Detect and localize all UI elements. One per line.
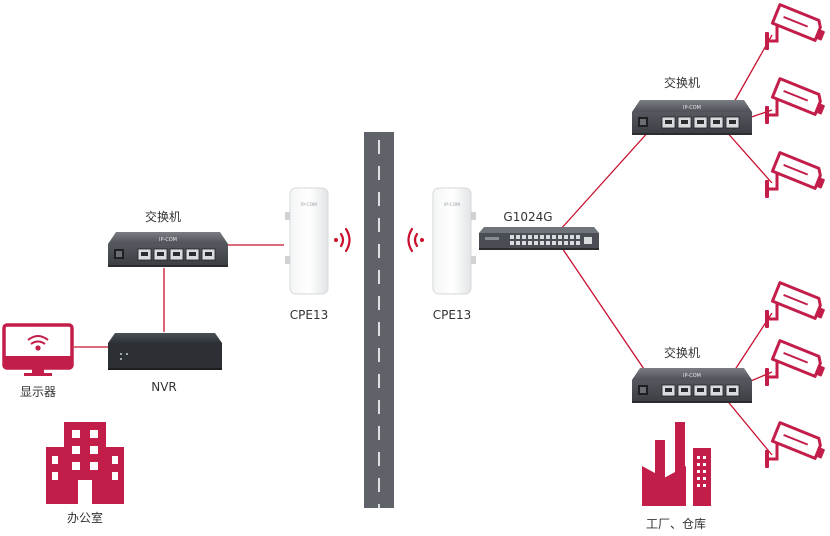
switch-top-right: IP-COM xyxy=(631,99,753,136)
wireless-signal-icon xyxy=(334,227,351,253)
switch-left-label: 交换机 xyxy=(145,209,181,224)
switch-top-right-logo: IP-COM xyxy=(683,105,701,111)
switch-bottom-right: IP-COM xyxy=(631,367,753,404)
g1024g-label: G1024G xyxy=(503,210,552,224)
factory-label: 工厂、仓库 xyxy=(646,516,706,531)
link-sw1-to-cam3 xyxy=(724,129,773,184)
cpe-left-label: CPE13 xyxy=(290,308,328,322)
monitor-device xyxy=(2,323,74,376)
camera-5 xyxy=(763,339,830,388)
link-g1024g-to-switch-bottom xyxy=(559,244,651,379)
cpe-right-device: IP-COM xyxy=(432,187,476,295)
switch-left-logo: IP-COM xyxy=(159,237,177,243)
cpe-left-device: IP-COM xyxy=(285,187,329,295)
wireless-signal-icon xyxy=(407,227,424,253)
switch-left: IP-COM xyxy=(107,231,229,268)
nvr-device xyxy=(108,333,222,370)
road xyxy=(364,132,394,508)
office-building-icon xyxy=(46,422,124,504)
link-g1024g-to-switch-top xyxy=(559,129,651,231)
factory-icon xyxy=(642,422,711,506)
cpe-right-logo: IP-COM xyxy=(444,202,460,208)
cpe-right-label: CPE13 xyxy=(433,308,471,322)
camera-2 xyxy=(763,77,830,126)
g1024g-switch xyxy=(479,227,599,250)
camera-3 xyxy=(763,151,830,200)
cpe-left-logo: IP-COM xyxy=(301,202,317,208)
switch-top-right-label: 交换机 xyxy=(664,75,700,90)
monitor-label: 显示器 xyxy=(20,385,56,399)
link-sw2-to-cam6 xyxy=(724,397,773,456)
switch-bottom-right-label: 交换机 xyxy=(664,345,700,360)
switch-bottom-right-logo: IP-COM xyxy=(683,373,701,379)
nvr-label: NVR xyxy=(151,380,177,394)
wifi-icon xyxy=(27,335,49,351)
camera-4 xyxy=(763,281,830,330)
camera-6 xyxy=(763,421,830,470)
camera-1 xyxy=(763,3,830,52)
office-label: 办公室 xyxy=(67,510,103,525)
